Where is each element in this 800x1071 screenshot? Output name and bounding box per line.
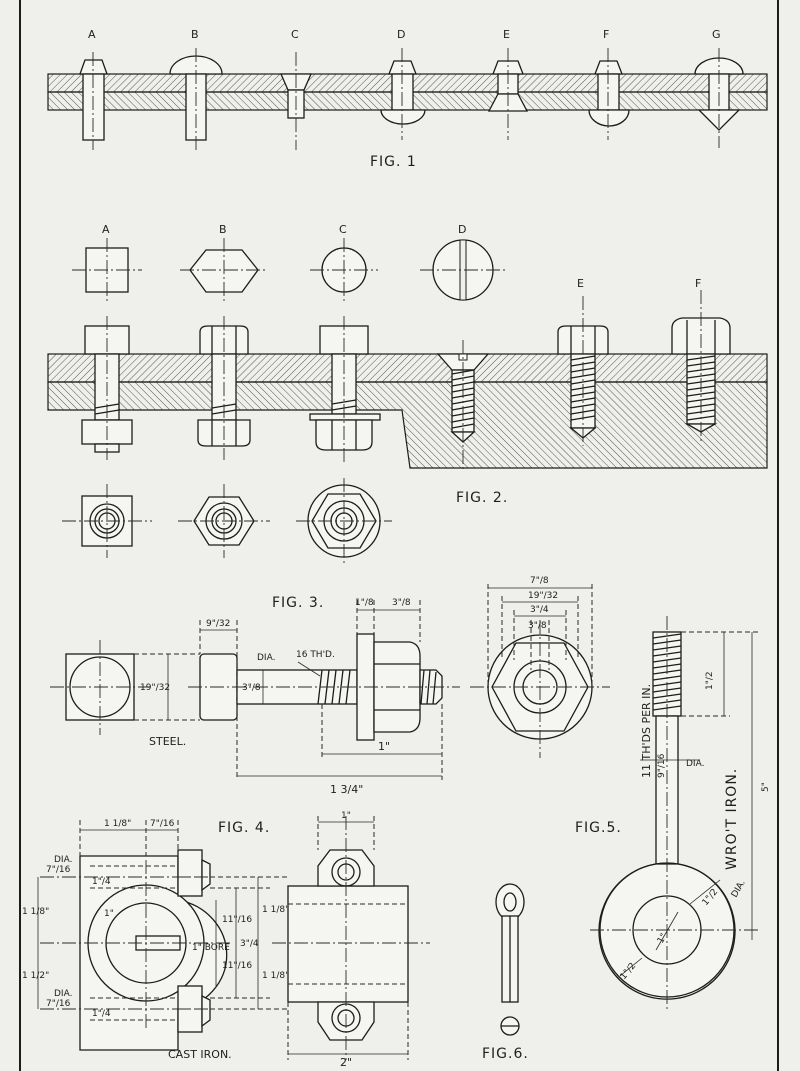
fig1-letter-a: A	[88, 28, 96, 41]
rivet-d	[380, 48, 426, 140]
fig5-threads-text: 11 TH'DS PER IN.	[640, 684, 653, 778]
fig1-letter-d: D	[397, 28, 405, 41]
fig4-labels: FIG. 4. CAST IRON. 1 1/8" 7"/16 7"/16 DI…	[22, 811, 352, 1069]
fig2-stud-e	[557, 296, 609, 446]
fig3-threads-label: 16 TH'D.	[296, 650, 335, 660]
fig3-title: FIG. 3.	[272, 595, 324, 611]
fig3-labels: FIG. 3. STEEL. 16 TH'D. 9"/32 19"/32 3"/…	[140, 576, 558, 796]
fig5-dim-eye-hole: 1"	[656, 932, 670, 946]
fig2-letter-c: C	[339, 223, 347, 236]
fig4-drawing	[37, 816, 430, 1060]
fig4-dim-top-w2: 7"/16	[150, 819, 175, 829]
fig4-dim-r1: 11"/16	[222, 915, 252, 925]
fig5-dim-shank: 9"/16	[657, 753, 667, 778]
rivet-c	[280, 52, 312, 150]
fig3-dim-head-width: 19"/32	[140, 683, 170, 693]
fig2-stud-f	[671, 290, 731, 442]
fig6-split-pin	[495, 883, 525, 1036]
fig3-dim-hole-dia: 3"/8	[528, 621, 547, 631]
fig2-letter-a: A	[102, 223, 110, 236]
fig5-material: WRO'T IRON.	[724, 768, 740, 870]
fig4-dim-inner: 1"	[104, 909, 114, 919]
fig4-dim-side-bottom: 2"	[340, 1056, 352, 1069]
rivet-f	[588, 48, 630, 140]
fig1-title: FIG. 1	[370, 154, 417, 170]
fig2-bolt-c	[309, 316, 381, 462]
fig3-dim-thread-len: 1"	[378, 740, 390, 753]
fig3-dim-overall: 1 3/4"	[330, 783, 363, 796]
fig5-title: FIG.5.	[575, 820, 622, 836]
fig2-bolt-a	[81, 316, 133, 460]
fig4-dim-left-upper: 1 1/8"	[22, 907, 49, 917]
fig4-dim-bore: 1" BORE	[192, 943, 230, 953]
fig2-title: FIG. 2.	[456, 490, 508, 506]
fig1-letter-b: B	[191, 28, 199, 41]
fig2-letter-f: F	[695, 277, 701, 290]
fig4-dim-bolt-bot: 7"/16	[46, 999, 71, 1009]
fig3-dim-head-thk: 9"/32	[206, 619, 230, 629]
fig5-dim-thread-len: 1"/2	[705, 671, 715, 690]
fig4-dim-quarter-1: 1"/4	[92, 877, 111, 887]
fig1-letter-c: C	[291, 28, 299, 41]
fig1-rivet-row	[47, 48, 768, 150]
fig3-dim-washer: 1"/8	[355, 598, 374, 608]
fig3-steel-label: STEEL.	[149, 735, 186, 748]
fig5-dim-overall: 5"	[761, 782, 771, 792]
fig3-dim-dia: DIA.	[257, 653, 275, 663]
fig4-dim-dia-bot: DIA.	[54, 989, 72, 999]
fig4-dim-top-w1: 1 1/8"	[104, 819, 131, 829]
fig2-bolt-b	[197, 316, 251, 460]
fig3-dim-nut-across: 19"/32	[528, 591, 558, 601]
fig5-dim-dia: DIA.	[686, 759, 704, 769]
fig1-letter-e: E	[503, 28, 510, 41]
fig4-dim-left-lower: 1 1/2"	[22, 971, 49, 981]
fig1-letter-g: G	[712, 28, 721, 41]
fig4-title: FIG. 4.	[218, 820, 270, 836]
fig4-dim-bolt-top: 7"/16	[46, 865, 71, 875]
rivet-b	[169, 48, 223, 150]
fig4-dim-right-2: 1 1/8"	[262, 971, 289, 981]
fig3-dim-shank: 3"/8	[242, 683, 261, 693]
fig2-screw-d	[436, 340, 490, 472]
fig4-dim-dia-top: DIA.	[54, 855, 72, 865]
rivet-a	[79, 52, 108, 150]
fig3-dim-nut: 3"/8	[392, 598, 411, 608]
fig3-drawing	[50, 584, 610, 780]
fig2-bottom-views	[62, 478, 392, 566]
fig4-dim-side-top: 1"	[341, 811, 351, 821]
fig2-letter-b: B	[219, 223, 227, 236]
fig2-letter-e: E	[577, 277, 584, 290]
fig2-labels: A B C D E F FIG. 2.	[102, 223, 701, 506]
fig4-material: CAST IRON.	[168, 1048, 232, 1061]
fig5-drawing	[590, 616, 760, 1010]
fig6-title: FIG.6.	[482, 1046, 529, 1062]
fig4-dim-right-1: 1 1/8"	[262, 905, 289, 915]
fig1-labels: A B C D E F G FIG. 1	[88, 28, 721, 170]
rivet-e	[487, 48, 529, 140]
fig2-letter-d: D	[458, 223, 466, 236]
fig4-dim-three-q: 3"/4	[240, 939, 259, 949]
fig1-letter-f: F	[603, 28, 609, 41]
rivet-g	[694, 48, 744, 148]
fig4-dim-r2: 11"/16	[222, 961, 252, 971]
fig5-labels: FIG.5. 11 TH'DS PER IN. WRO'T IRON. 1"/2…	[575, 671, 771, 982]
fig3-dim-nut-af: 7"/8	[530, 576, 549, 586]
fig4-dim-quarter-2: 1"/4	[92, 1009, 111, 1019]
fig2-top-views	[72, 238, 506, 302]
fig3-dim-washer-dia: 3"/4	[530, 605, 549, 615]
